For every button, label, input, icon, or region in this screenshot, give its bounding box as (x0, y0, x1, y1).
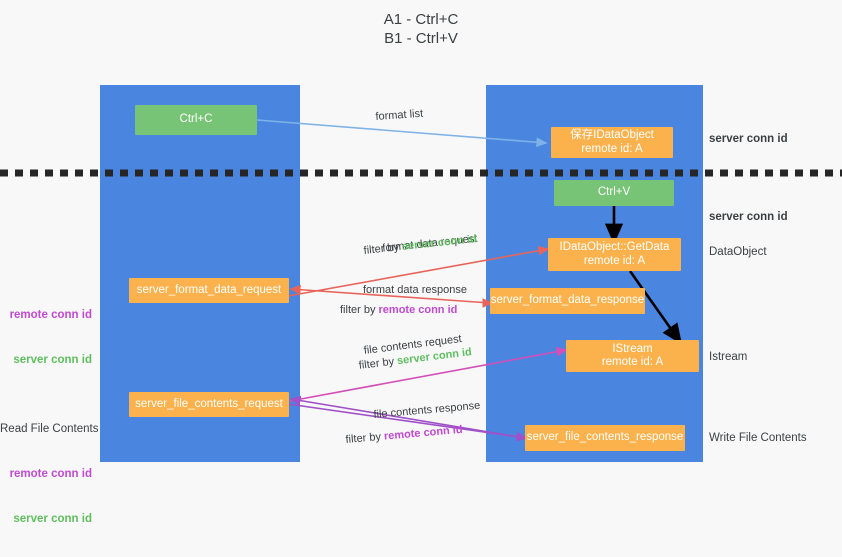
node-getdata-line2: remote id: A (583, 254, 646, 267)
node-idataobject-getdata[interactable]: IDataObject::GetData remote id: A (548, 238, 681, 271)
node-ctrl-c[interactable]: Ctrl+C (135, 105, 257, 135)
annotation-dataobject: DataObject (709, 246, 767, 258)
node-server-format-data-request-label: server_format_data_request (136, 283, 282, 296)
node-save-idataobject-line2: remote id: A (581, 142, 643, 155)
annotation-istream: Istream (709, 351, 748, 363)
node-istream-line2: remote id: A (601, 356, 664, 368)
node-server-file-contents-request-label: server_file_contents_request (135, 397, 283, 410)
node-istream[interactable]: IStream remote id: A (566, 340, 699, 372)
page-title: A1 - Ctrl+C B1 - Ctrl+V (0, 10, 842, 48)
node-server-file-contents-response-label: server_file_contents_response (526, 431, 684, 444)
node-server-file-contents-response[interactable]: server_file_contents_response (525, 425, 685, 451)
filter-prefix: filter by (340, 304, 379, 316)
annotation-server-conn-id-mid: server conn id (709, 211, 788, 223)
edge-label-format-data-response: format data response (363, 284, 467, 296)
node-ctrl-c-label: Ctrl+C (179, 113, 213, 126)
annotation-remote-conn-id-2: remote conn id (9, 468, 92, 480)
node-save-idataobject[interactable]: 保存IDataObject remote id: A (551, 127, 673, 158)
annotation-server-conn-id-top: server conn id (709, 133, 788, 145)
annotation-server-conn-id-1: server conn id (13, 354, 92, 366)
node-ctrl-v[interactable]: Ctrl+V (554, 180, 674, 206)
annotation-remote-conn-id-1: remote conn id (9, 309, 92, 321)
annotation-server-conn-id-2: server conn id (13, 513, 92, 525)
filter-key-remote-conn-id: remote conn id (378, 304, 458, 316)
edge-label-file-contents-response-filter: filter by remote conn id (345, 423, 463, 448)
edge-label-file-contents-response: file contents response (373, 399, 481, 421)
annotation-conn-ids-format: remote conn id server conn id (0, 278, 92, 398)
title-line-2: B1 - Ctrl+V (384, 30, 458, 47)
node-istream-line1: IStream (612, 342, 653, 355)
node-getdata-line1: IDataObject::GetData (559, 241, 670, 253)
node-server-file-contents-request[interactable]: server_file_contents_request (129, 392, 289, 417)
node-server-format-data-response[interactable]: server_format_data_response (490, 288, 645, 314)
node-ctrl-v-label: Ctrl+V (597, 186, 631, 199)
annotation-read-file-contents-group: Read File Contents remote conn id server… (0, 392, 99, 557)
filter-key-remote-conn-id: remote conn id (383, 423, 464, 443)
edge-label-format-list: format list (375, 107, 424, 123)
edge-label-format-data-response-filter: filter by remote conn id (340, 303, 457, 318)
annotation-write-file-contents: Write File Contents (709, 432, 807, 444)
node-server-format-data-request[interactable]: server_format_data_request (129, 278, 289, 303)
diagram-canvas: A1 - Ctrl+CB1 - Ctrl+V A1 remote B1 conn… (0, 10, 842, 525)
title-line-1: A1 - Ctrl+C (383, 11, 459, 28)
filter-prefix: filter by (345, 430, 385, 446)
node-server-format-data-response-label: server_format_data_response (490, 294, 645, 307)
filter-prefix: filter by (358, 355, 398, 372)
filter-prefix: filter by (363, 240, 403, 257)
annotation-read-file-contents: Read File Contents (0, 423, 99, 435)
node-save-idataobject-line1: 保存IDataObject (570, 129, 654, 141)
